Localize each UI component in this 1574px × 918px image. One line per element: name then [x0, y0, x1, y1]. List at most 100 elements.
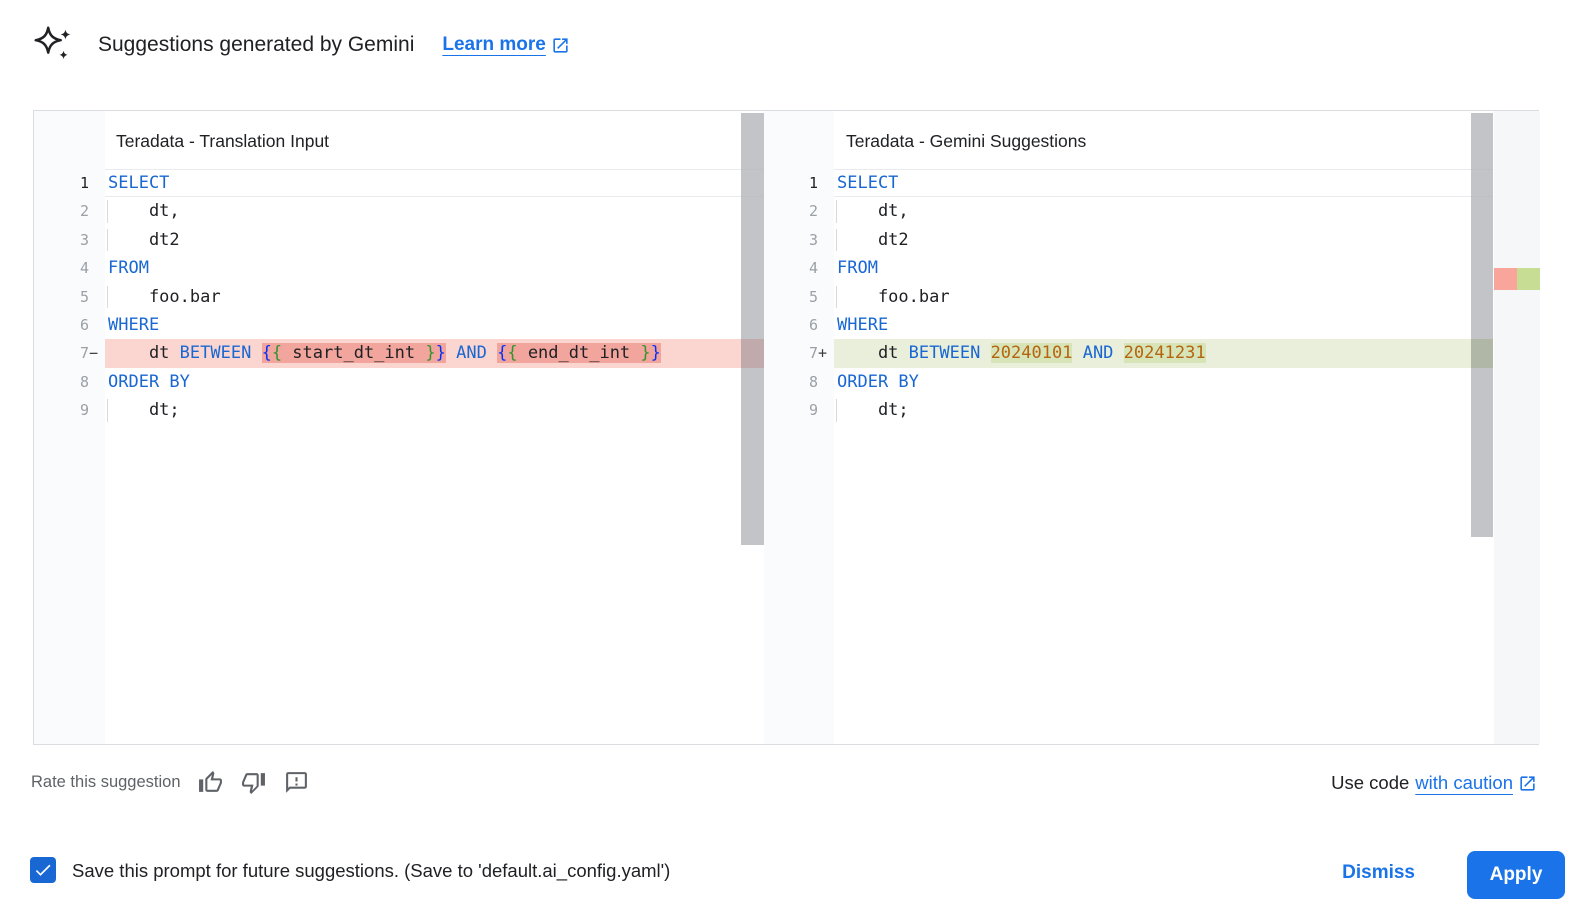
with-caution-link[interactable]: with caution — [1415, 772, 1513, 793]
line-number: 5 — [764, 283, 834, 311]
code-line: foo.bar — [107, 285, 221, 308]
code-line: SELECT — [834, 169, 1493, 198]
indent-guide — [836, 399, 837, 422]
line-number: 8 — [34, 368, 105, 396]
feedback-button[interactable] — [283, 769, 310, 796]
code-line: dt, — [836, 200, 909, 223]
line-number: 1 — [34, 169, 105, 197]
code-row: 2 dt, — [764, 197, 1493, 225]
diff-sign: − — [89, 344, 99, 363]
diff-sign-empty — [818, 169, 834, 197]
indent-guide — [836, 285, 837, 308]
scrollbar[interactable] — [741, 111, 764, 744]
code-line: WHERE — [108, 314, 160, 335]
diff-sign-empty — [818, 311, 834, 339]
line-number: 9 — [34, 396, 105, 424]
line-number: 2 — [34, 197, 105, 225]
learn-more-link[interactable]: Learn more — [442, 34, 569, 56]
indent-guide — [107, 399, 108, 422]
code-row: 7+ dt BETWEEN 20240101 AND 20241231 — [764, 339, 1493, 368]
code-line: dt BETWEEN 20240101 AND 20241231 — [834, 339, 1493, 368]
thumbs-down-button[interactable] — [240, 769, 267, 796]
line-number: 7+ — [764, 339, 834, 367]
use-code-note: Use code with caution — [1331, 772, 1537, 794]
diff-sign-empty — [818, 283, 834, 311]
line-number: 6 — [764, 311, 834, 339]
diff-sign-empty — [89, 169, 105, 197]
code-line: dt; — [107, 399, 180, 422]
line-number: 9 — [764, 396, 834, 424]
code-line: dt BETWEEN {{ start_dt_int }} AND {{ end… — [105, 339, 764, 368]
code-row: 3 dt2 — [34, 226, 764, 254]
save-bar: Save this prompt for future suggestions.… — [0, 849, 1574, 903]
code-line: dt; — [836, 399, 909, 422]
use-code-text: Use code — [1331, 772, 1410, 793]
thumbs-up-icon — [198, 771, 222, 792]
diff-mark-added — [1517, 268, 1540, 290]
line-number: 1 — [764, 169, 834, 197]
learn-more-label: Learn more — [442, 34, 546, 55]
indent-guide — [836, 200, 837, 223]
diff-sign-empty — [89, 283, 105, 311]
diff-sign-empty — [89, 311, 105, 339]
code-line: dt2 — [107, 228, 180, 252]
scrollbar-thumb[interactable] — [741, 113, 764, 545]
line-number: 3 — [764, 226, 834, 254]
indent-guide — [107, 228, 108, 252]
diff-sign-empty — [89, 396, 105, 424]
diff-sign-empty — [89, 197, 105, 225]
diff-sign-empty — [818, 197, 834, 225]
code-line: WHERE — [837, 314, 889, 335]
external-link-icon — [553, 37, 568, 53]
diff-sign-empty — [89, 368, 105, 396]
code-row: 5 foo.bar — [34, 283, 764, 311]
diff-mark-removed — [1494, 268, 1517, 290]
line-number: 8 — [764, 368, 834, 396]
code-line: ORDER BY — [837, 371, 919, 392]
code-line: SELECT — [105, 169, 764, 198]
header: Suggestions generated by Gemini Learn mo… — [30, 22, 570, 68]
code-row: 9 dt; — [34, 396, 764, 424]
save-checkbox[interactable] — [30, 857, 56, 883]
diff-sign-empty — [818, 254, 834, 282]
diff-sign: + — [818, 344, 828, 363]
scrollbar-thumb[interactable] — [1471, 113, 1493, 537]
code-row: 3 dt2 — [764, 226, 1493, 254]
line-number: 2 — [764, 197, 834, 225]
diff-sign-empty — [89, 226, 105, 254]
diff-sign-empty — [818, 368, 834, 396]
apply-button[interactable]: Apply — [1467, 851, 1565, 899]
indent-guide — [107, 285, 108, 308]
line-number: 4 — [764, 254, 834, 282]
code-row: 5 foo.bar — [764, 283, 1493, 311]
diff-sign-empty — [89, 254, 105, 282]
external-link-icon — [1520, 775, 1535, 791]
line-number: 4 — [34, 254, 105, 282]
thumbs-down-icon — [241, 773, 265, 794]
code-line: ORDER BY — [108, 371, 190, 392]
line-number: 7− — [34, 339, 105, 367]
code-line: foo.bar — [836, 285, 950, 308]
panel-title: Teradata - Translation Input — [116, 131, 330, 151]
code-line: FROM — [837, 258, 878, 279]
thumbs-up-button[interactable] — [197, 769, 224, 796]
diff-sign-empty — [818, 396, 834, 424]
scrollbar[interactable] — [1471, 111, 1493, 744]
dismiss-button[interactable]: Dismiss — [1334, 858, 1423, 888]
line-number: 3 — [34, 226, 105, 254]
code-line: FROM — [108, 258, 149, 279]
indent-guide — [107, 200, 108, 223]
diff-sign-empty — [818, 226, 834, 254]
code-line: dt, — [107, 200, 180, 223]
